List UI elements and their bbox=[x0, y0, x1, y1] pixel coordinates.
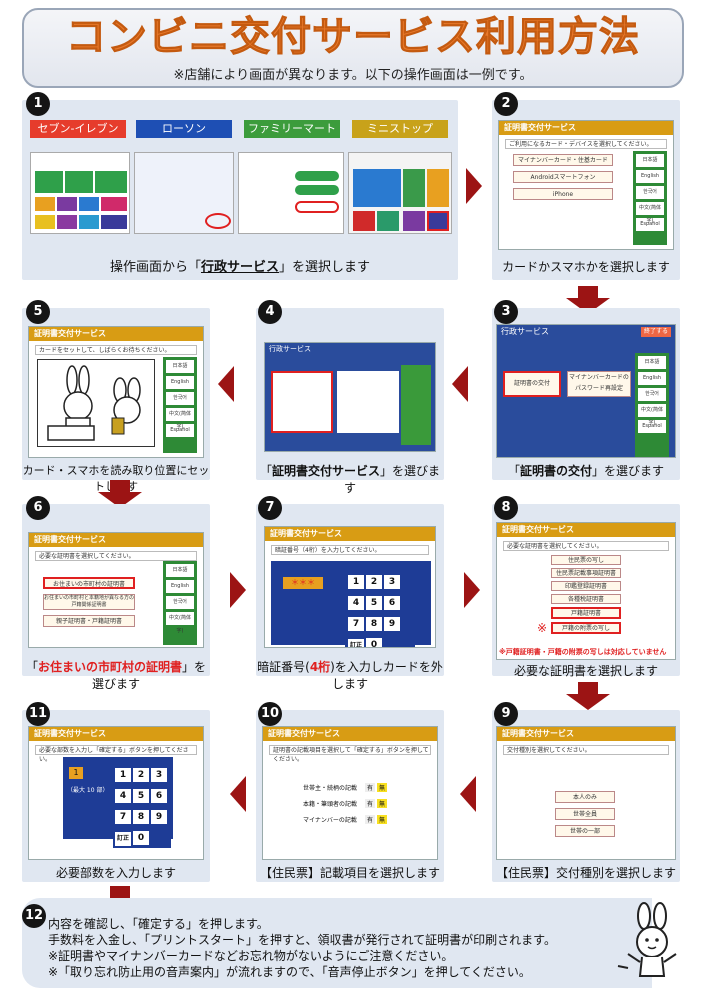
step6-caption: 「お住まいの市町村の証明書」を選びます bbox=[25, 660, 207, 691]
step2-panel: 証明書交付サービス ご利用になるカード・デバイスを選択してください。 マイナンバ… bbox=[492, 100, 680, 280]
arrow-10-to-11 bbox=[230, 776, 246, 812]
step9-badge: 9 bbox=[494, 702, 518, 726]
page-subtitle: ※店舗により画面が異なります。以下の操作画面は一例です。 bbox=[173, 68, 533, 83]
option-password-reset[interactable]: マイナンバーカードのパスワード再設定 bbox=[567, 371, 631, 397]
familymart-screen bbox=[238, 152, 344, 234]
step8-caption: 必要な証明書を選択します bbox=[513, 664, 658, 678]
option-self-only[interactable]: 本人のみ bbox=[555, 791, 615, 803]
step9-caption: 【住民票】交付種別を選択します bbox=[495, 866, 676, 880]
step10-badge: 10 bbox=[258, 702, 282, 726]
option-part-household[interactable]: 世帯の一部 bbox=[555, 825, 615, 837]
page-title: コンビニ交付サービス利用方法 bbox=[66, 14, 640, 61]
step9-panel: 証明書交付サービス 交付種別を選択してください。 本人のみ 世帯全員 世帯の一部… bbox=[492, 710, 680, 882]
service-card-2[interactable] bbox=[337, 371, 399, 433]
language-list: 日本語 English 한국어 中文(简体字) Español bbox=[163, 357, 197, 453]
step1-badge: 1 bbox=[26, 92, 50, 116]
step10-caption: 【住民票】記載項目を選択します bbox=[259, 866, 440, 880]
step5-screen: 証明書交付サービス カードをセットして、しばらくお待ちください。 日本語 Eng… bbox=[28, 326, 204, 458]
step2-badge: 2 bbox=[494, 92, 518, 116]
step4-badge: 4 bbox=[258, 300, 282, 324]
step4-panel: 行政サービス 「証明書交付サービス」を選びます bbox=[256, 308, 444, 495]
step10-screen: 証明書交付サービス 証明書の記載項目を選択して「確定する」ボタンを押してください… bbox=[262, 726, 438, 860]
page-header: コンビニ交付サービス利用方法 ※店舗により画面が異なります。以下の操作画面は一例… bbox=[22, 8, 684, 88]
step12-line-1: 内容を確認し、「確定する」を押します。 bbox=[48, 917, 269, 931]
option-android[interactable]: Androidスマートフォン bbox=[513, 171, 613, 183]
arrow-1-to-2 bbox=[466, 168, 482, 204]
step8-badge: 8 bbox=[494, 496, 518, 520]
language-list: 日本語 English 한국어 中文(简体字) bbox=[163, 561, 197, 645]
option-local-certificate[interactable]: お住まいの市町村の証明書 bbox=[43, 577, 135, 589]
pin-display: ＊＊＊ bbox=[283, 577, 323, 589]
unsupported-note: ※戸籍証明書・戸籍の附票の写しは対応していません bbox=[499, 648, 667, 656]
option-parent-child[interactable]: 親子証明書・戸籍証明書 bbox=[43, 615, 135, 627]
copies-display: 1 bbox=[69, 767, 83, 779]
arrow-3-to-4 bbox=[452, 366, 468, 402]
step4-screen: 行政サービス bbox=[264, 342, 436, 452]
option-mynumber-card[interactable]: マイナンバーカード・住基カード bbox=[513, 154, 613, 166]
step6-panel: 証明書交付サービス 必要な証明書を選択してください。 お住まいの市町村の証明書 … bbox=[22, 504, 210, 691]
arrow-7-to-8 bbox=[464, 572, 480, 608]
end-button[interactable]: 終了する bbox=[640, 327, 671, 337]
step8-screen: 証明書交付サービス 必要な証明書を選択してください。 住民票の写し 住民票記載事… bbox=[496, 522, 676, 660]
step12-line-3: ※証明書やマイナンバーカードなどお忘れ物がないようにご注意ください。 bbox=[48, 949, 454, 963]
step6-screen: 証明書交付サービス 必要な証明書を選択してください。 お住まいの市町村の証明書 … bbox=[28, 532, 204, 648]
step6-badge: 6 bbox=[26, 496, 50, 520]
step11-badge: 11 bbox=[26, 702, 50, 726]
language-list: 日本語 English 한국어 中文(简体字) Español bbox=[635, 353, 669, 457]
step3-screen: 行政サービス 終了する 証明書の交付 マイナンバーカードのパスワード再設定 日本… bbox=[496, 324, 676, 458]
option-iphone[interactable]: iPhone bbox=[513, 188, 613, 200]
step12-badge: 12 bbox=[22, 904, 46, 928]
step7-caption: 暗証番号(4桁)を入力しカードを外します bbox=[257, 660, 443, 691]
arrow-8-to-9 bbox=[566, 682, 610, 710]
language-list: 日本語 English 한국어 中文(简体字) Español bbox=[633, 151, 667, 245]
copies-limit: （最大 10 部） bbox=[67, 787, 109, 794]
store-lawson: ローソン bbox=[136, 120, 232, 138]
store-ministop: ミニストップ bbox=[352, 120, 448, 138]
seven-eleven-screen bbox=[30, 152, 130, 234]
step10-panel: 証明書交付サービス 証明書の記載項目を選択して「確定する」ボタンを押してください… bbox=[256, 710, 444, 882]
option-family-register[interactable]: お住まいの市町村と本籍地が異なる方の戸籍関係証明書 bbox=[43, 594, 135, 610]
option-all-household[interactable]: 世帯全員 bbox=[555, 808, 615, 820]
arrow-4-to-5 bbox=[218, 366, 234, 402]
store-familymart: ファミリーマート bbox=[244, 120, 340, 138]
store-seven-eleven: セブン-イレブン bbox=[30, 120, 126, 138]
step11-panel: 証明書交付サービス 必要な部数を入力し「確定する」ボタンを押してください。 1 … bbox=[22, 710, 210, 882]
arrow-9-to-10 bbox=[460, 776, 476, 812]
step4-caption: 「証明書交付サービス」を選びます bbox=[259, 464, 441, 495]
step12-line-2: 手数料を入金し、「プリントスタート」を押すと、領収書が発行されて証明書が印刷され… bbox=[48, 933, 556, 947]
step11-caption: 必要部数を入力します bbox=[55, 866, 176, 880]
service-card[interactable] bbox=[271, 371, 333, 433]
rabbit-mascot-icon bbox=[614, 902, 688, 986]
step11-screen: 証明書交付サービス 必要な部数を入力し「確定する」ボタンを押してください。 1 … bbox=[28, 726, 204, 860]
step5-panel: 証明書交付サービス カードをセットして、しばらくお待ちください。 日本語 Eng… bbox=[22, 308, 210, 493]
step3-panel: 行政サービス 終了する 証明書の交付 マイナンバーカードのパスワード再設定 日本… bbox=[492, 308, 680, 480]
step3-caption: 「証明書の交付」を選びます bbox=[507, 464, 665, 478]
lawson-screen bbox=[134, 152, 234, 234]
step2-caption: カードかスマホかを選択します bbox=[502, 260, 670, 274]
step5-badge: 5 bbox=[26, 300, 50, 324]
step12-panel: 内容を確認し、「確定する」を押します。 手数料を入金し、「プリントスタート」を押… bbox=[22, 898, 652, 988]
step1-caption: 操作画面から「行政サービス」を選択します bbox=[109, 260, 371, 275]
step8-panel: 証明書交付サービス 必要な証明書を選択してください。 住民票の写し 住民票記載事… bbox=[492, 504, 680, 678]
unsupported-mark: ※ bbox=[537, 621, 548, 635]
card-reader-illustration bbox=[37, 359, 155, 447]
step3-badge: 3 bbox=[494, 300, 518, 324]
ministop-screen bbox=[348, 152, 452, 234]
option-row: 世帯主・続柄の記載有無 本籍・筆頭者の記載有無 マイナンバーの記載有無 bbox=[303, 783, 387, 824]
step7-badge: 7 bbox=[258, 496, 282, 520]
option-certificate-issue[interactable]: 証明書の交付 bbox=[503, 371, 561, 397]
step2-screen: 証明書交付サービス ご利用になるカード・デバイスを選択してください。 マイナンバ… bbox=[498, 120, 674, 250]
step9-screen: 証明書交付サービス 交付種別を選択してください。 本人のみ 世帯全員 世帯の一部 bbox=[496, 726, 676, 860]
arrow-6-to-7 bbox=[230, 572, 246, 608]
step12-line-4: ※「取り忘れ防止用の音声案内」が流れますので、「音声停止ボタン」を押してください… bbox=[48, 965, 531, 979]
